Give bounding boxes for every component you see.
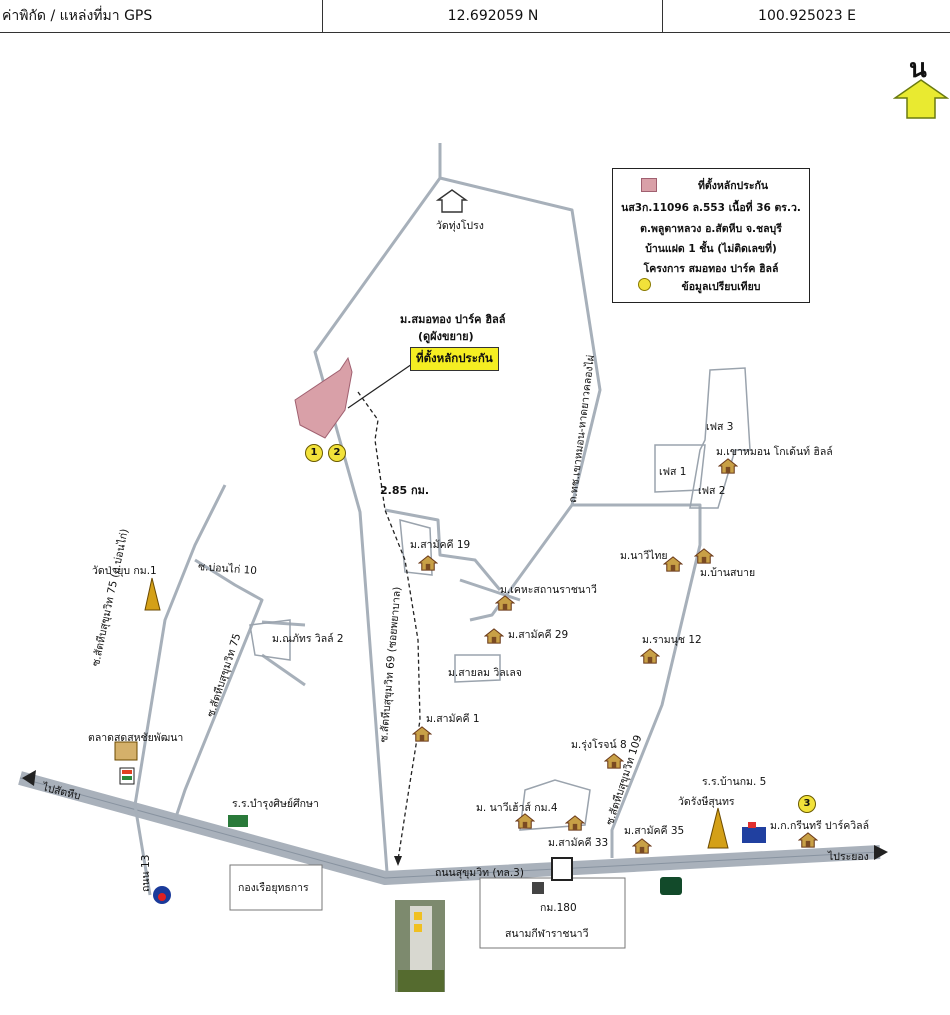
legend-box: ที่ตั้งหลักประกัน นส3ก.11096 ล.553 เนื้อ… (612, 168, 810, 303)
label-to-rayong: ไประยอง (828, 851, 869, 863)
route-end-arrow (394, 856, 402, 866)
intersection-icon (551, 857, 573, 881)
north-label: น (909, 54, 927, 84)
legend-line3: บ้านแฝด 1 ชั้น (ไม่ติดเลขที่) (645, 243, 777, 255)
phase-outlines (249, 367, 751, 831)
police-box-icon (532, 882, 544, 894)
label-sailom: ม.สายลม วิลเลจ (448, 667, 522, 679)
label-wat-thung-prong: วัดทุ่งโปรง (436, 220, 484, 232)
temple-icon-wat-rangsi (707, 807, 729, 849)
legend-comparison: ข้อมูลเปรียบเทียบ (681, 281, 761, 293)
subject-pointer (347, 361, 416, 409)
label-navy: กองเรือยุทธการ (238, 882, 309, 894)
label-km180: กม.180 (540, 902, 577, 914)
gas-station-icon (153, 886, 171, 904)
label-phase3: เฟส 3 (706, 421, 734, 433)
subject-sub-label: (ดูผังขยาย) (418, 330, 474, 343)
label-samakkhi1: ม.สามัคคี 1 (426, 713, 480, 725)
label-market: ตลาดสดสหชัยพัฒนา (88, 732, 184, 744)
navy-box (229, 864, 323, 911)
label-school: ร.ร.บำรุงศิษย์ศึกษา (232, 798, 319, 810)
km180-post-photo (395, 900, 445, 992)
label-school-km5: ร.ร.บ้านกม. 5 (702, 776, 767, 788)
temple-icon-wat-pa-yub (144, 577, 161, 611)
sukhumvit-road (18, 771, 881, 885)
legend-title: ที่ตั้งหลักประกัน (697, 180, 769, 192)
stadium-box (479, 877, 626, 949)
label-khaomon-golden: ม.เขาหมอน โกเด้นท์ ฮิลล์ (716, 446, 833, 458)
seven-eleven-icon (119, 767, 135, 785)
label-wat-rangsi: วัดรังษีสุนทร (678, 796, 735, 808)
distance-label: 2.85 กม. (380, 484, 430, 497)
label-samakkhi19: ม.สามัคคี 19 (410, 539, 471, 551)
school-icon (228, 815, 248, 827)
label-phase1: เฟส 1 (659, 466, 687, 478)
subject-plot (294, 356, 353, 439)
bank-icon (660, 877, 682, 895)
label-rungroj: ม.รุ่งโรจน์ 8 (571, 739, 627, 751)
label-sukhumvit: ถนนสุขุมวิท (ทล.3) (435, 867, 524, 879)
temple-icon-wat-thung-prong (435, 189, 469, 213)
north-arrow: น (893, 48, 949, 120)
label-phase2: เฟส 2 (698, 485, 726, 497)
label-navihouse: ม. นาวีเฮ้าส์ กม.4 (476, 802, 558, 814)
label-greentree: ม.ก.กรีนทรี ปาร์ควิลล์ (770, 820, 870, 832)
label-m-manapat: ม.ณภัทร วิลล์ 2 (272, 633, 344, 645)
longitude-value: 100.925023 E (662, 0, 950, 32)
latitude-value: 12.692059 N (322, 0, 663, 32)
legend-line1: นส3ก.11096 ล.553 เนื้อที่ 36 ตร.ว. (621, 202, 801, 214)
subject-swatch (641, 178, 657, 192)
comparable-2: 2 (328, 444, 346, 462)
label-ramnut: ม.รามนุช 12 (642, 634, 702, 646)
subject-tag: ที่ตั้งหลักประกัน (410, 347, 499, 371)
comparison-dot-icon (638, 278, 651, 291)
label-kheha: ม.เคหะสถานราชนาวี (500, 584, 597, 596)
legend-line4: โครงการ สมอทอง ปาร์ค ฮิลล์ (643, 263, 779, 275)
label-samakkhi35: ม.สามัคคี 35 (624, 825, 685, 837)
label-samakkhi33: ม.สามัคคี 33 (548, 837, 609, 849)
legend-line2: ต.พลูตาหลวง อ.สัตหีบ จ.ชลบุรี (640, 223, 782, 235)
market-icon (114, 741, 138, 761)
label-navithai: ม.นาวีไทย (620, 550, 668, 562)
road-arrows (22, 770, 888, 860)
secondary-roads (133, 143, 702, 896)
label-wat-pa-yub: วัดป่ายุบ กม.1 (92, 565, 157, 577)
label-stadium: สนามกีฬาราชนาวี (505, 928, 589, 940)
coordinate-label: ค่าพิกัด / แหล่งที่มา GPS (2, 8, 153, 24)
label-samakkhi29: ม.สามัคคี 29 (508, 629, 569, 641)
label-bansabai: ม.บ้านสบาย (700, 567, 756, 579)
school-km5-icon (742, 822, 766, 843)
subject-project-label: ม.สมอทอง ปาร์ค ฮิลล์ (400, 313, 506, 326)
label-route-13: ถนน 13 (140, 854, 152, 892)
comparable-1: 1 (305, 444, 323, 462)
coordinate-header: ค่าพิกัด / แหล่งที่มา GPS 12.692059 N 10… (0, 0, 950, 33)
comparable-3: 3 (798, 795, 816, 813)
north-arrow-icon (893, 79, 949, 119)
